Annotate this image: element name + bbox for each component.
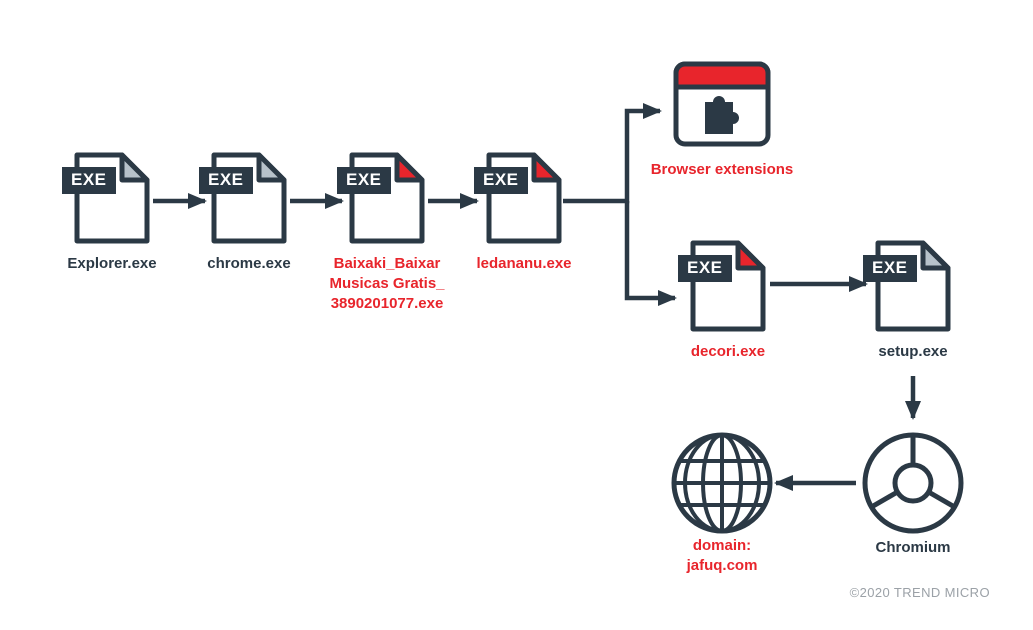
label-setup: setup.exe <box>878 343 948 360</box>
chromium-node <box>858 428 968 543</box>
exe-badge: EXE <box>678 255 732 283</box>
label-domain-line1: domain: <box>692 537 752 554</box>
arrow-ledananu-to-decori <box>624 201 677 306</box>
browser-extensions-node <box>672 60 772 153</box>
label-domain-line2: jafuq.com <box>686 557 758 574</box>
file-node-setup: EXE <box>863 238 953 339</box>
file-node-ledananu: EXE <box>474 150 564 251</box>
file-node-baixaki: EXE <box>337 150 427 251</box>
file-icon <box>74 152 150 244</box>
browser-window-icon <box>673 61 771 147</box>
file-icon <box>211 152 287 244</box>
label-explorer: Explorer.exe <box>67 255 157 272</box>
exe-badge: EXE <box>62 167 116 195</box>
label-browser-extensions: Browser extensions <box>650 161 794 178</box>
label-ledananu: ledananu.exe <box>476 255 572 272</box>
label-decori: decori.exe <box>690 343 766 360</box>
exe-badge: EXE <box>337 167 391 195</box>
arrow-ledananu-to-extensions <box>563 103 662 204</box>
file-node-chrome: EXE <box>199 150 289 251</box>
chromium-icon <box>862 432 964 534</box>
domain-node <box>667 428 777 543</box>
label-baixaki-line1: Baixaki_Baixar <box>333 255 441 272</box>
exe-badge: EXE <box>199 167 253 195</box>
label-baixaki-line3: 3890201077.exe <box>330 295 444 312</box>
globe-icon <box>671 432 773 534</box>
file-node-decori: EXE <box>678 238 768 339</box>
exe-badge: EXE <box>474 167 528 195</box>
file-icon <box>349 152 425 244</box>
copyright-text: ©2020 TREND MICRO <box>849 585 990 600</box>
file-node-explorer: EXE <box>62 150 152 251</box>
label-baixaki: Baixaki_Baixar Musicas Gratis_ 389020107… <box>307 254 467 314</box>
exe-badge: EXE <box>863 255 917 283</box>
file-icon <box>875 240 951 332</box>
puzzle-icon <box>705 96 739 134</box>
label-domain: domain: jafuq.com <box>642 536 802 576</box>
label-baixaki-line2: Musicas Gratis_ <box>329 275 445 292</box>
label-chrome: chrome.exe <box>207 255 291 272</box>
file-icon <box>690 240 766 332</box>
label-chromium: Chromium <box>875 539 951 556</box>
file-icon <box>486 152 562 244</box>
